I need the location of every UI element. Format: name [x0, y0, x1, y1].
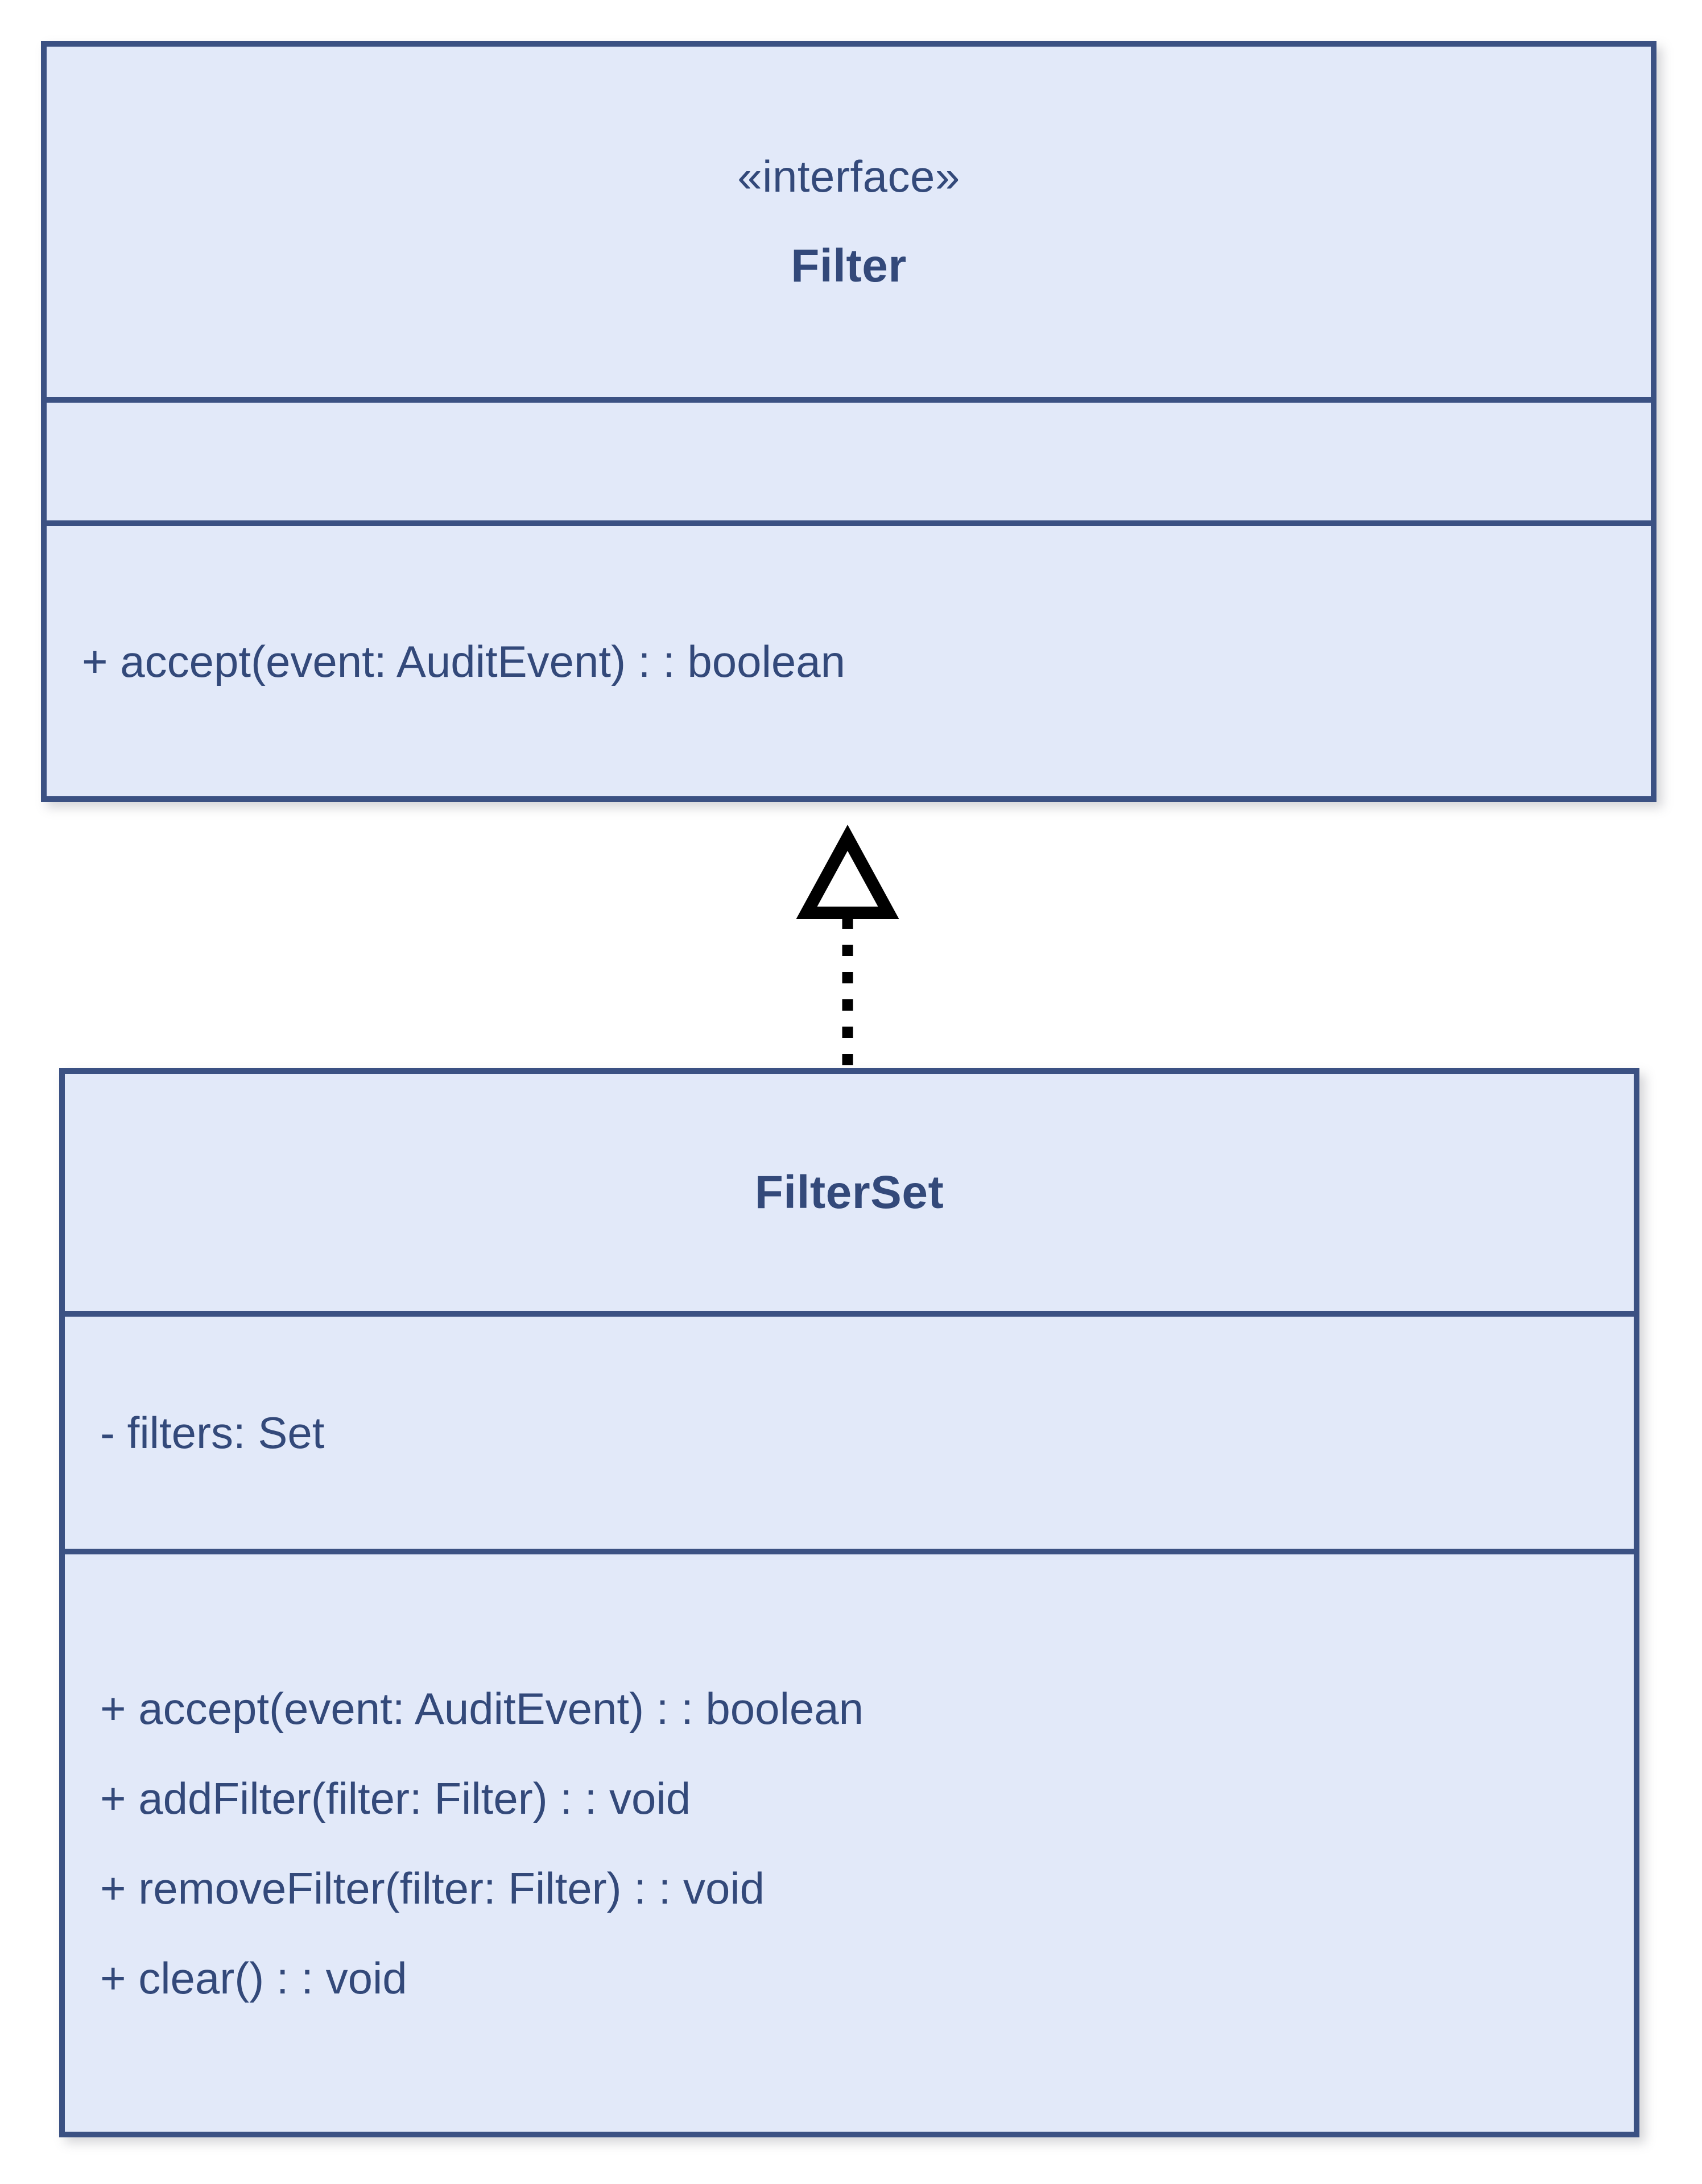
method-accept: + accept(event: AuditEvent) : : boolean [100, 1683, 864, 1734]
class-title: FilterSet [754, 1166, 944, 1218]
attribute-filters: - filters: Set [100, 1408, 325, 1458]
class-header-filterset: FilterSet [65, 1074, 1634, 1311]
attribute-list: - filters: Set [65, 1410, 1634, 1455]
class-methods-filterset: + accept(event: AuditEvent) : : boolean … [65, 1549, 1634, 2132]
hollow-triangle-arrowhead [796, 825, 899, 919]
class-header-filter: «interface» Filter [47, 47, 1651, 397]
method-accept: + accept(event: AuditEvent) : : boolean [82, 636, 846, 686]
method-list: + accept(event: AuditEvent) : : boolean [47, 639, 1651, 684]
class-attributes-filter [47, 397, 1651, 520]
realization-connector [791, 825, 916, 1075]
class-attributes-filterset: - filters: Set [65, 1311, 1634, 1549]
method-list: + accept(event: AuditEvent) : : boolean … [65, 1686, 1634, 2000]
class-methods-filter: + accept(event: AuditEvent) : : boolean [47, 520, 1651, 796]
method-remove-filter: + removeFilter(filter: Filter) : : void [100, 1863, 765, 1913]
class-box-filter[interactable]: «interface» Filter + accept(event: Audit… [41, 41, 1656, 802]
method-clear: + clear() : : void [100, 1953, 407, 2003]
class-title: Filter [791, 239, 907, 292]
class-box-filterset[interactable]: FilterSet - filters: Set + accept(event:… [59, 1068, 1639, 2137]
class-stereotype: «interface» [737, 151, 960, 201]
method-add-filter: + addFilter(filter: Filter) : : void [100, 1773, 691, 1823]
